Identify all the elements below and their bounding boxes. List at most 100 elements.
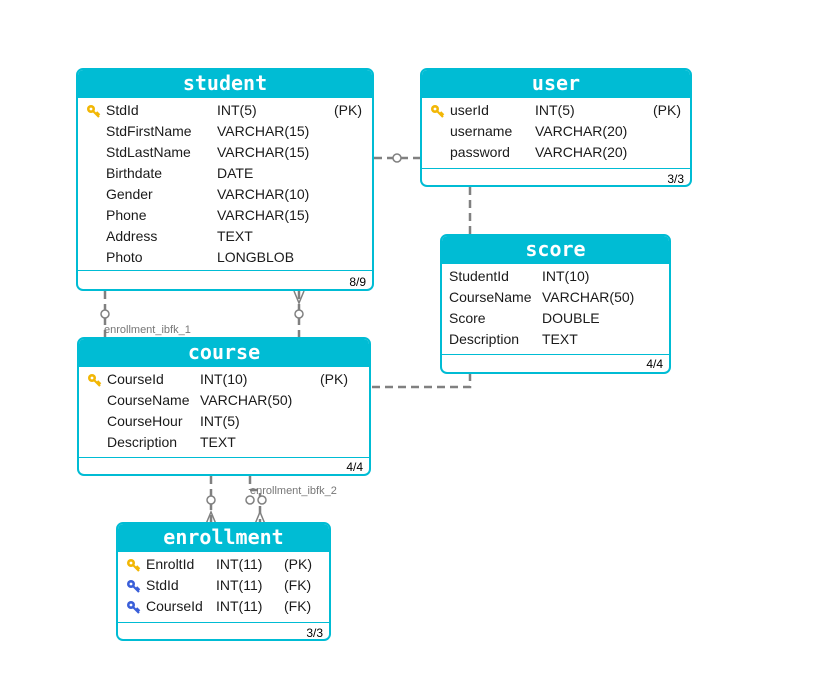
column-type: VARCHAR(10): [217, 186, 310, 202]
column-key-flag: (FK): [284, 598, 312, 614]
column-name: StdId: [146, 577, 179, 593]
primary-key-icon: [87, 373, 103, 387]
column-row[interactable]: StdId INT(11) (FK): [118, 576, 329, 596]
crows-foot-marker: [205, 510, 217, 525]
column-key-flag: (PK): [320, 371, 348, 387]
table-title: student: [78, 70, 372, 98]
column-key-flag: (PK): [284, 556, 312, 572]
column-type: VARCHAR(15): [217, 123, 310, 139]
primary-key-icon: [430, 104, 446, 118]
column-type: INT(10): [200, 371, 248, 387]
column-type: INT(5): [217, 102, 257, 118]
column-name: Description: [107, 434, 178, 450]
table-footer-divider: [79, 457, 369, 458]
score-course-connector: [371, 373, 472, 389]
crows-foot-marker: [293, 290, 305, 305]
column-name: Description: [449, 331, 520, 347]
column-name: Address: [106, 228, 158, 244]
column-type: TEXT: [200, 434, 236, 450]
column-row[interactable]: Photo LONGBLOB: [78, 248, 372, 268]
column-name: StdLastName: [106, 144, 191, 160]
column-row[interactable]: CourseId INT(10) (PK): [79, 370, 369, 390]
column-name: CourseId: [107, 371, 164, 387]
foreign-key-icon: [126, 600, 142, 614]
optional-marker: [294, 309, 304, 319]
column-type: INT(10): [542, 268, 590, 284]
primary-key-icon: [126, 558, 142, 572]
optional-marker: [392, 153, 402, 163]
column-name: EnroltId: [146, 556, 195, 572]
table-columns: CourseId INT(10) (PK) CourseName VARCHAR(50)…: [79, 367, 369, 457]
column-row[interactable]: CourseName VARCHAR(50): [79, 391, 369, 411]
column-key-flag: (PK): [653, 102, 681, 118]
column-key-flag: (FK): [284, 577, 312, 593]
primary-key-icon: [86, 104, 102, 118]
column-name: username: [450, 123, 513, 139]
column-type: DATE: [217, 165, 254, 181]
table-title: enrollment: [118, 524, 329, 552]
column-name: Score: [449, 310, 486, 326]
column-row[interactable]: Description TEXT: [442, 330, 669, 350]
column-row[interactable]: Score DOUBLE: [442, 309, 669, 329]
column-row[interactable]: StdLastName VARCHAR(15): [78, 143, 372, 163]
relation-label-fk2: enrollment_ibfk_2: [250, 485, 337, 497]
column-count: 4/4: [346, 460, 363, 474]
column-name: Gender: [106, 186, 153, 202]
column-count: 3/3: [306, 626, 323, 640]
column-type: INT(11): [216, 556, 263, 572]
table-footer-divider: [422, 168, 690, 169]
column-name: StudentId: [449, 268, 509, 284]
foreign-key-icon: [126, 579, 142, 593]
table-title: user: [422, 70, 690, 98]
column-count: 8/9: [349, 275, 366, 289]
column-row[interactable]: Description TEXT: [79, 433, 369, 453]
column-type: TEXT: [542, 331, 578, 347]
column-name: StdFirstName: [106, 123, 192, 139]
column-name: Phone: [106, 207, 147, 223]
column-type: VARCHAR(15): [217, 144, 310, 160]
column-type: INT(11): [216, 577, 263, 593]
relation-label-fk1: enrollment_ibfk_1: [104, 324, 191, 336]
column-type: INT(5): [200, 413, 240, 429]
column-name: CourseHour: [107, 413, 183, 429]
column-row[interactable]: CourseHour INT(5): [79, 412, 369, 432]
column-row[interactable]: EnroltId INT(11) (PK): [118, 555, 329, 575]
column-type: VARCHAR(50): [542, 289, 635, 305]
column-count: 4/4: [646, 357, 663, 371]
column-row[interactable]: Gender VARCHAR(10): [78, 185, 372, 205]
column-row[interactable]: StdFirstName VARCHAR(15): [78, 122, 372, 142]
column-name: Photo: [106, 249, 143, 265]
optional-marker: [257, 495, 267, 505]
column-key-flag: (PK): [334, 102, 362, 118]
column-type: LONGBLOB: [217, 249, 295, 265]
column-type: DOUBLE: [542, 310, 600, 326]
optional-marker: [206, 495, 216, 505]
column-row[interactable]: StudentId INT(10): [442, 267, 669, 287]
column-type: INT(11): [216, 598, 263, 614]
table-footer-divider: [78, 270, 372, 271]
optional-marker: [245, 495, 255, 505]
column-name: CourseName: [107, 392, 190, 408]
crows-foot-marker: [254, 510, 266, 525]
column-count: 3/3: [667, 172, 684, 186]
column-type: VARCHAR(50): [200, 392, 293, 408]
